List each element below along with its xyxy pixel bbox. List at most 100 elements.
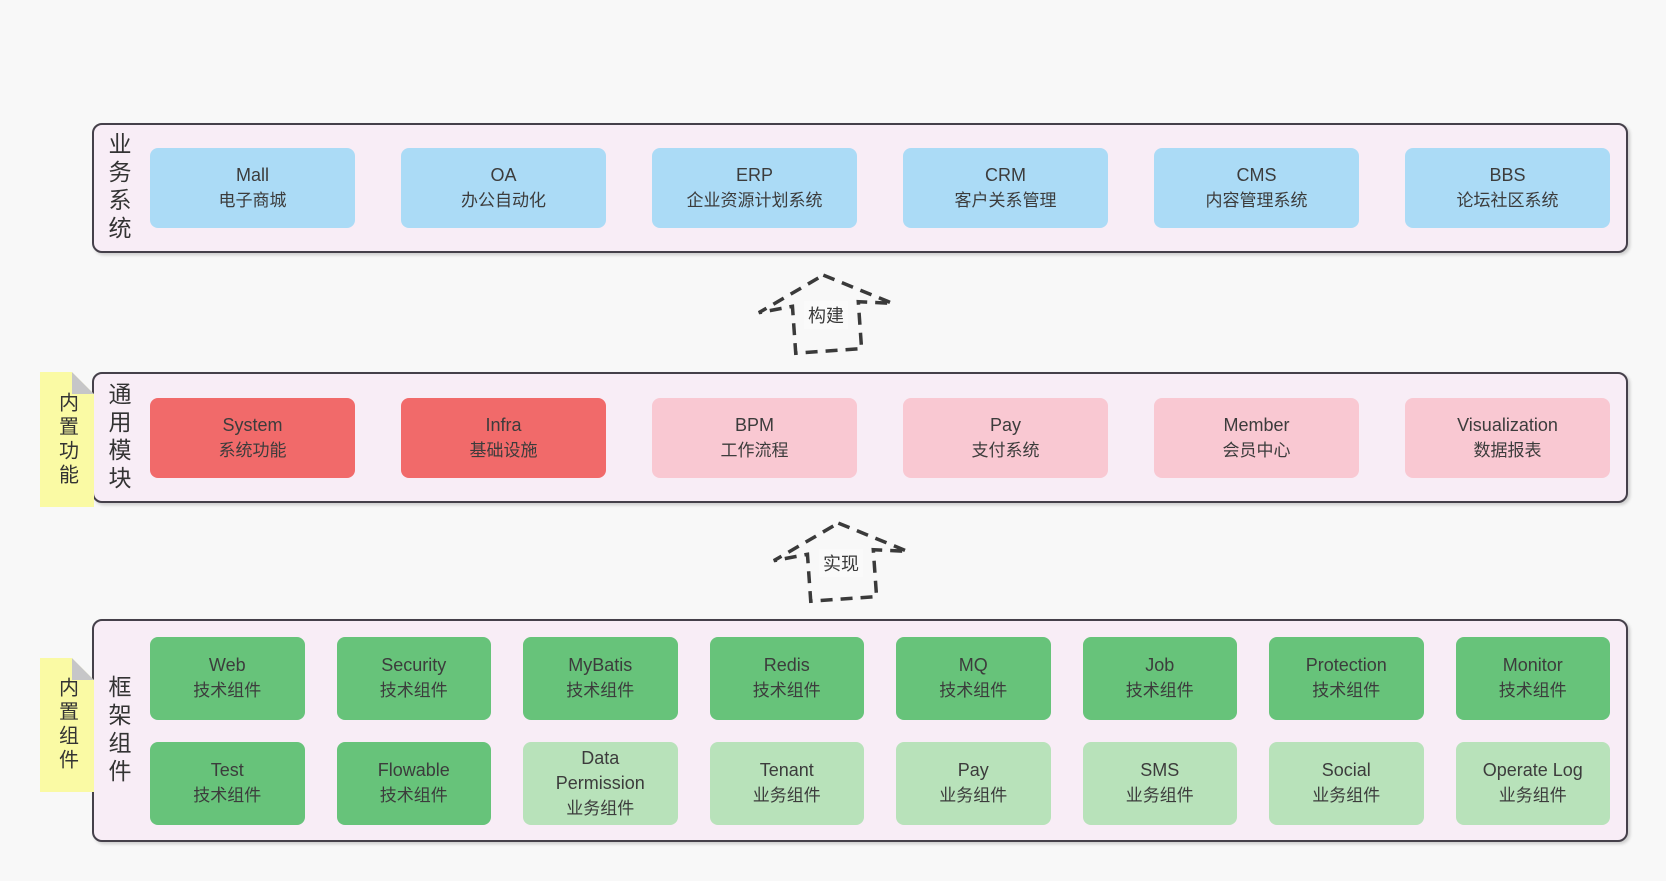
box-pay-: Pay 支付系统 — [903, 397, 1108, 478]
box-subtitle: 企业资源计划系统 — [686, 191, 823, 210]
box-title: Job — [1145, 655, 1175, 675]
layer-title-common-modules: 通用模块 — [105, 381, 131, 494]
layer-rows: System 系统功能 Infra 基础设施 BPM 工作流程 Pay 支付系统… — [142, 374, 1626, 501]
box-title: BBS — [1489, 165, 1526, 185]
box-pay-: Pay 业务组件 — [896, 741, 1051, 825]
architecture-diagram: 业务系统 Mall 电子商城 OA 办公自动化 ERP 企业资源计划系统 CRM… — [92, 0, 1628, 842]
layer-connector: 构建 — [92, 253, 1628, 372]
box-security-: Security 技术组件 — [336, 636, 491, 720]
box-subtitle: 技术组件 — [939, 681, 1008, 700]
box-title: Mall — [235, 165, 269, 185]
box-subtitle: 支付系统 — [971, 440, 1040, 460]
box-title: Flowable — [377, 760, 450, 780]
box-title: MQ — [958, 655, 988, 675]
box-title: Infra — [485, 414, 522, 435]
box-subtitle: 技术组件 — [566, 681, 635, 700]
box-title: Web — [208, 655, 246, 675]
box-title: Visualization — [1457, 414, 1558, 435]
box-subtitle: 技术组件 — [752, 681, 821, 700]
box-title: OA — [490, 165, 517, 185]
box-crm-: CRM 客户关系管理 — [903, 148, 1108, 228]
box-visualization-: Visualization 数据报表 — [1405, 397, 1610, 478]
connector-label: 实现 — [819, 549, 863, 577]
box-title: Protection — [1305, 655, 1387, 675]
box-row: Test 技术组件 Flowable 技术组件 Data Permission … — [150, 741, 1610, 825]
box-title: Pay — [957, 760, 989, 780]
layer-title-framework-components: 框架组件 — [105, 674, 131, 787]
box-subtitle: 业务组件 — [1312, 786, 1381, 805]
box-monitor-: Monitor 技术组件 — [1455, 636, 1610, 720]
box-subtitle: 业务组件 — [939, 786, 1008, 805]
box-social-: Social 业务组件 — [1269, 741, 1424, 825]
box-subtitle: 客户关系管理 — [954, 191, 1057, 210]
box-row: Web 技术组件 Security 技术组件 MyBatis 技术组件 Redi… — [150, 636, 1610, 720]
box-mybatis-: MyBatis 技术组件 — [523, 636, 678, 720]
up-arrow-icon: 实现 — [766, 519, 916, 604]
box-operate-log-: Operate Log 业务组件 — [1455, 741, 1610, 825]
layer-common-modules: 内置功能 通用模块 System 系统功能 Infra 基础设施 BPM 工作流… — [92, 372, 1628, 503]
box-mall-: Mall 电子商城 — [150, 148, 355, 228]
box-subtitle: 基础设施 — [469, 440, 538, 460]
connector-label: 构建 — [804, 300, 848, 329]
sticky-note-framework-components: 内置组件 — [40, 658, 94, 792]
box-subtitle: 电子商城 — [218, 191, 287, 210]
box-web-: Web 技术组件 — [150, 636, 305, 720]
box-oa-: OA 办公自动化 — [401, 148, 606, 228]
box-bbs-: BBS 论坛社区系统 — [1405, 148, 1610, 228]
box-title: Test — [210, 760, 244, 780]
box-title: Pay — [989, 414, 1022, 435]
box-title: Data Permission — [555, 747, 645, 793]
box-system-: System 系统功能 — [150, 397, 355, 478]
box-bpm-: BPM 工作流程 — [652, 397, 857, 478]
box-subtitle: 数据报表 — [1473, 440, 1542, 460]
sticky-note-common-modules: 内置功能 — [40, 372, 94, 507]
box-title: SMS — [1140, 760, 1180, 780]
box-cms-: CMS 内容管理系统 — [1154, 148, 1359, 228]
box-title: Operate Log — [1482, 760, 1583, 780]
sticky-note-label: 内置组件 — [55, 677, 78, 773]
box-protection-: Protection 技术组件 — [1269, 636, 1424, 720]
box-row: System 系统功能 Infra 基础设施 BPM 工作流程 Pay 支付系统… — [150, 397, 1610, 478]
box-flowable-: Flowable 技术组件 — [336, 741, 491, 825]
box-title: Monitor — [1502, 655, 1563, 675]
box-title: Tenant — [759, 760, 814, 780]
box-subtitle: 系统功能 — [218, 440, 287, 460]
box-data-permission-: Data Permission 业务组件 — [523, 741, 678, 825]
layer-rows: Mall 电子商城 OA 办公自动化 ERP 企业资源计划系统 CRM 客户关系… — [142, 125, 1626, 251]
layer-rows: Web 技术组件 Security 技术组件 MyBatis 技术组件 Redi… — [142, 621, 1626, 840]
box-sms-: SMS 业务组件 — [1082, 741, 1237, 825]
box-subtitle: 技术组件 — [379, 681, 448, 700]
box-title: Redis — [763, 655, 810, 675]
box-title: CRM — [985, 165, 1026, 185]
box-mq-: MQ 技术组件 — [896, 636, 1051, 720]
box-infra-: Infra 基础设施 — [401, 397, 606, 478]
box-erp-: ERP 企业资源计划系统 — [652, 148, 857, 228]
box-title: System — [222, 414, 283, 435]
box-title: CMS — [1236, 165, 1277, 185]
box-subtitle: 业务组件 — [1498, 786, 1567, 805]
box-subtitle: 业务组件 — [1125, 786, 1194, 805]
box-subtitle: 办公自动化 — [461, 191, 546, 210]
box-member-: Member 会员中心 — [1154, 397, 1359, 478]
box-subtitle: 技术组件 — [1125, 681, 1194, 700]
box-subtitle: 技术组件 — [193, 681, 262, 700]
dashed-up-arrow-icon — [772, 521, 909, 604]
box-test-: Test 技术组件 — [150, 741, 305, 825]
box-subtitle: 工作流程 — [720, 440, 789, 460]
up-arrow-icon: 构建 — [751, 271, 901, 355]
box-job-: Job 技术组件 — [1082, 636, 1237, 720]
layer-business-systems: 业务系统 Mall 电子商城 OA 办公自动化 ERP 企业资源计划系统 CRM… — [92, 123, 1628, 253]
box-title: Social — [1321, 760, 1371, 780]
box-redis-: Redis 技术组件 — [709, 636, 864, 720]
box-subtitle: 内容管理系统 — [1205, 191, 1308, 210]
sticky-note-label: 内置功能 — [55, 391, 78, 488]
layer-framework-components: 内置组件 框架组件 Web 技术组件 Security 技术组件 MyBatis… — [92, 619, 1628, 842]
box-tenant-: Tenant 业务组件 — [709, 741, 864, 825]
box-title: ERP — [735, 165, 773, 185]
box-row: Mall 电子商城 OA 办公自动化 ERP 企业资源计划系统 CRM 客户关系… — [150, 148, 1610, 228]
box-subtitle: 技术组件 — [1312, 681, 1381, 700]
box-subtitle: 业务组件 — [566, 798, 635, 818]
box-subtitle: 技术组件 — [193, 786, 262, 805]
dashed-up-arrow-icon — [757, 272, 894, 355]
box-subtitle: 业务组件 — [752, 786, 821, 805]
